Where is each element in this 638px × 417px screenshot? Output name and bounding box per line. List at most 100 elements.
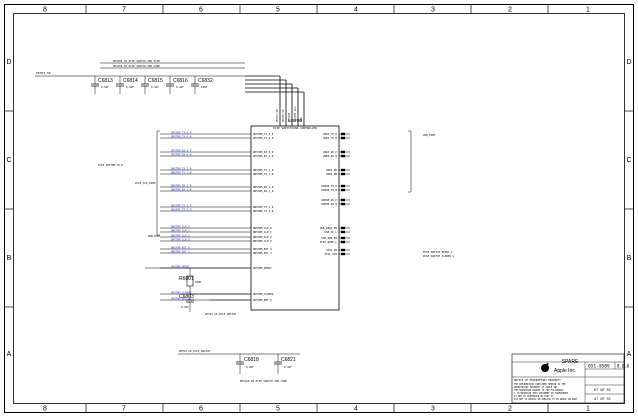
capacitor: C6816 0.1UF bbox=[166, 76, 188, 94]
off-page-flag bbox=[341, 150, 345, 154]
net-label-left: UPSTRM_CLKREQ bbox=[171, 291, 192, 295]
off-page-flag bbox=[341, 136, 345, 140]
left-net-labels: PCIE_UPSTRM_TX_P PCIE_CLK_100M USB_PORT bbox=[98, 163, 161, 238]
col-label: 5 bbox=[276, 7, 280, 14]
zone-ticks bbox=[4, 4, 634, 413]
row-label: B bbox=[7, 255, 12, 262]
chip-pin-label: USB3B_TX_N bbox=[321, 188, 337, 192]
top-pin: PP1V5_S0 bbox=[281, 109, 285, 122]
chip-pin-label: USB2_DP bbox=[326, 168, 337, 172]
net-label-left: DNSTRM_TX_1_P bbox=[171, 167, 192, 171]
col-label: 8 bbox=[43, 7, 47, 14]
cap-value: 0.1UF bbox=[101, 85, 109, 89]
capacitor: C6818 0.1UF bbox=[236, 354, 259, 374]
chip-pin-label: DNSTRM_CLK_3 bbox=[253, 239, 272, 243]
net-label-left: DNSTRM_CLK_3 bbox=[171, 238, 190, 242]
net-label: PCIE_CLK_100M bbox=[135, 181, 156, 185]
cap-refdes: C6815 bbox=[148, 78, 163, 84]
row-label: D bbox=[626, 59, 631, 66]
right-net-labels: USB_PORT PCIE_SWITCH_PERST_L PCIE_SWITCH… bbox=[423, 133, 455, 258]
cap-refdes: C6816 bbox=[173, 78, 188, 84]
outer-border bbox=[4, 4, 634, 413]
off-page-flag bbox=[341, 240, 345, 244]
net-label-left: DNSTRM_TX_2_P bbox=[171, 204, 192, 208]
net-label-left: DNSTRM_CLK_1 bbox=[171, 229, 190, 233]
top-pin: PP1V05_PLL bbox=[293, 106, 297, 122]
inner-border bbox=[13, 13, 625, 404]
off-page-flag bbox=[341, 132, 345, 136]
chip-pin-label: DNSTRM_TX_1_N bbox=[253, 172, 274, 176]
net-label-left: UPSTRM_RX_0_N bbox=[171, 153, 192, 157]
chip-pin-label: UPSTRM_PERST bbox=[253, 266, 272, 270]
cap-value: 0.1UF bbox=[151, 85, 159, 89]
cap-refdes: C6813 bbox=[98, 78, 113, 84]
col-label: 6 bbox=[199, 406, 203, 413]
chip-pin-label: USB3_RX_N bbox=[323, 154, 337, 158]
chip-pin-label: PCIE_WAKE_L bbox=[320, 240, 338, 244]
capacitor: C6814 0.1UF bbox=[116, 76, 138, 94]
rail-1-label: PP1V05_S0_PCIE_SWITCH_VDD_PCIE bbox=[113, 59, 160, 63]
decoupling-cap-group: C6813 0.1UF C6814 0.1UF C6815 0.1UF C681… bbox=[91, 76, 213, 94]
notice-line: THE POSSESSOR AGREES TO THE FOLLOWING: bbox=[514, 389, 564, 392]
capacitor: C6813 0.1UF bbox=[91, 76, 113, 94]
chip-pin-label: UPSTRM_REF_0 bbox=[253, 298, 272, 302]
col-label: 4 bbox=[354, 406, 358, 413]
top-pin: PP1V05 bbox=[287, 112, 291, 122]
power-in-label: PP3V3_S0 bbox=[36, 71, 51, 75]
chip-pin-label: USB3B_RX_N bbox=[321, 202, 337, 206]
off-page-flag bbox=[341, 202, 345, 206]
chip-pin-label: USB2_DN bbox=[326, 172, 337, 176]
chip-pin-label: UPSTRM_TX_0_P bbox=[253, 132, 274, 136]
chip-right-pins: USB3_TX_PUSB3_TX_NUSB3_RX_PUSB3_RX_NUSB2… bbox=[320, 132, 350, 256]
off-page-flag bbox=[341, 154, 345, 158]
col-label: 7 bbox=[122, 406, 126, 413]
off-page-flag bbox=[341, 198, 345, 202]
resistor: R6801 100K bbox=[145, 267, 202, 294]
notice-line: II NOT TO REPRODUCE OR COPY IT bbox=[514, 395, 554, 398]
sheet-number-2: 47 OF 91 bbox=[594, 397, 611, 401]
top-pin-labels: PP3V3_S0 PP1V5_S0 PP1V05 PP1V05_PLL GND bbox=[275, 106, 303, 122]
right-bracket bbox=[408, 130, 412, 193]
off-page-flag bbox=[341, 168, 345, 172]
chip-pin-label: XTAL_OUT bbox=[325, 252, 338, 256]
net-label: PCIE_UPSTRM_TX_P bbox=[98, 163, 123, 167]
chip-pin-label: DNSTRM_RST_1 bbox=[253, 251, 272, 255]
chip-pin-label: UPSTRM_TX_0_N bbox=[253, 136, 274, 140]
net-label-left: DNSTRM_RST_1 bbox=[171, 250, 190, 254]
net-label-left: UPSTRM_TX_0_N bbox=[171, 135, 192, 139]
column-labels-bottom: 8 7 6 5 4 3 2 1 bbox=[43, 406, 590, 413]
net-label: USB_PORT bbox=[423, 133, 436, 137]
net-label: USB_PORT bbox=[148, 234, 161, 238]
chip-pin-label: UPSTRM_CLKREQ bbox=[253, 292, 274, 296]
chip-value: PCIE SWITCH/USB CONTROLLER bbox=[273, 126, 317, 130]
chip-pin-label: DNSTRM_CLK_1 bbox=[253, 230, 272, 234]
net-label-left: DNSTRM_RX_1_N bbox=[171, 188, 192, 192]
net-label-left: DNSTRM_RX_1_P bbox=[171, 184, 192, 188]
cap-refdes: C6803 bbox=[179, 294, 194, 300]
capacitor: C6815 0.1UF bbox=[141, 76, 163, 94]
off-page-flag bbox=[341, 248, 345, 252]
notice-heading: NOTICE OF PROPRIETARY PROPERTY bbox=[514, 378, 561, 382]
column-labels-top: 8 7 6 5 4 3 2 1 bbox=[43, 7, 590, 14]
cap-value: 10UF bbox=[201, 85, 208, 89]
off-page-flag bbox=[341, 184, 345, 188]
rail-2-label: PP1V05_S0_PCIE_SWITCH_VDD_CORE bbox=[113, 64, 160, 68]
chip-pin-label: USB3B_RX_P bbox=[321, 198, 337, 202]
top-pin: PP3V3_S0 bbox=[275, 109, 279, 122]
notice-line: PROPRIETARY PROPERTY OF APPLE INC. bbox=[514, 386, 559, 389]
col-label: 3 bbox=[431, 406, 435, 413]
net-label-left: UPSTRM_REF_0 bbox=[171, 297, 190, 301]
net-label-left: UPSTRM_TX_0_P bbox=[171, 131, 192, 135]
net-label-left: UPSTRM_RX_0_P bbox=[171, 149, 192, 153]
col-label: 4 bbox=[354, 7, 358, 14]
main-chip: U6700 PCIE SWITCH/USB CONTROLLER bbox=[250, 118, 340, 311]
net-label-left: DNSTRM_RST_0 bbox=[171, 246, 190, 250]
row-labels: D C B A D C B A bbox=[6, 59, 631, 358]
col-label: 3 bbox=[431, 7, 435, 14]
col-label: 8 bbox=[43, 406, 47, 413]
chip-pin-label: DNSTRM_TX_1_P bbox=[253, 168, 274, 172]
notice-line: III NOT TO REVEAL OR PUBLISH IT IN WHOLE… bbox=[514, 398, 578, 401]
top-pin: GND bbox=[299, 117, 303, 122]
cap-refdes: C6821 bbox=[281, 357, 296, 363]
